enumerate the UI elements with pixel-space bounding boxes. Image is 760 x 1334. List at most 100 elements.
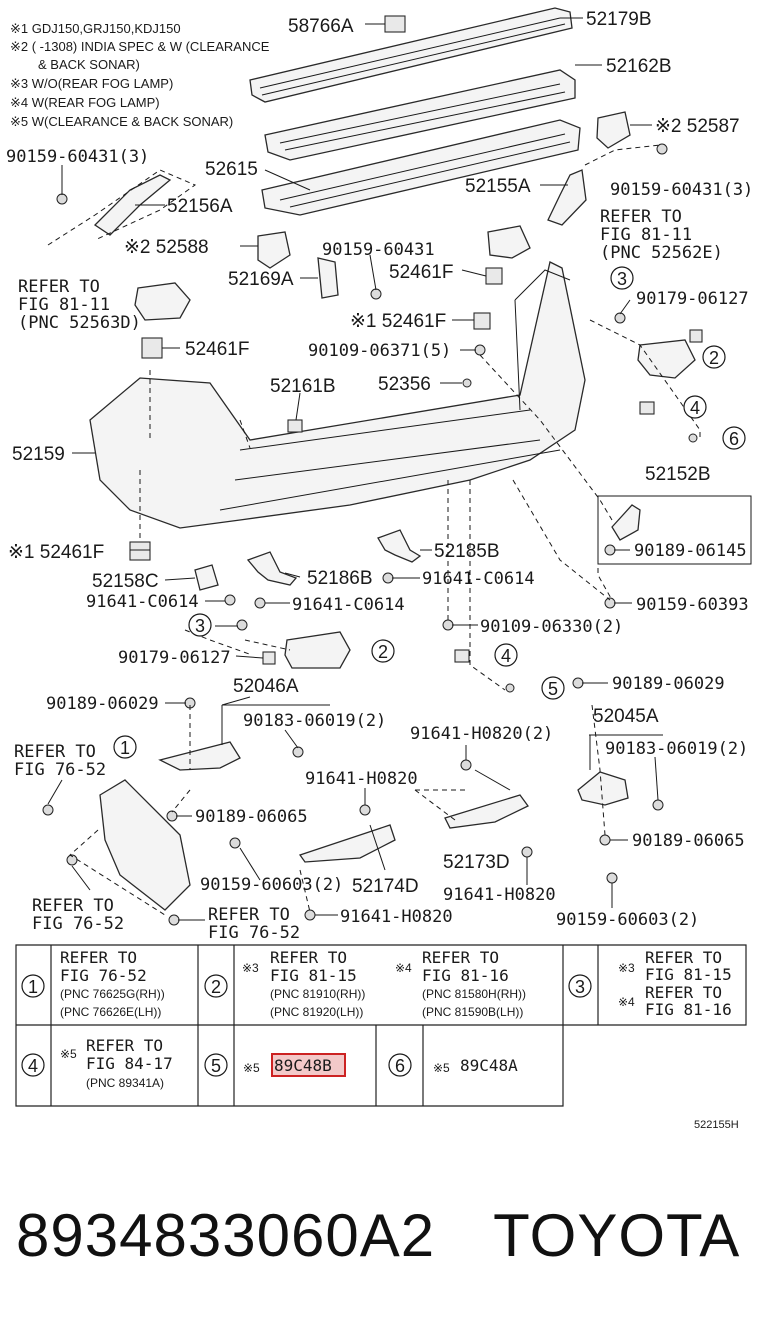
cell-3-num: 3 — [575, 977, 585, 997]
bracket-52045a — [577, 771, 629, 806]
reinforcement-ridges — [279, 83, 566, 151]
label-52179b: 52179B — [586, 9, 652, 30]
part-labels: 58766A 52179B 52162B ※2 52587 90159-6043… — [6, 9, 753, 930]
cell-2-mark2: ※4 — [395, 961, 412, 975]
cell-2-num: 2 — [211, 977, 221, 997]
cell-1-line2: FIG 76-52 — [60, 966, 147, 985]
table-cell-4: 4 ※5 REFER TO FIG 84-17 (PNC 89341A) — [21, 1036, 173, 1090]
bolt-icon — [505, 683, 515, 693]
label-90189-06065-b: 90189-06065 — [632, 831, 745, 851]
legend-table: 1 REFER TO FIG 76-52 (PNC 76625G(RH)) (P… — [15, 944, 747, 1107]
illustration-code: 522155H — [694, 1119, 739, 1131]
cell-4-sub1: (PNC 89341A) — [86, 1076, 164, 1090]
stay-52155a — [547, 169, 587, 226]
bolt-icon — [688, 433, 698, 443]
bolt-icon — [652, 799, 664, 811]
label-91641-h0820-c: 91641-H0820 — [340, 907, 453, 927]
bolt-icon — [474, 344, 486, 356]
bolt-icon — [614, 312, 626, 324]
note-2-cont: & BACK SONAR) — [38, 57, 140, 72]
circle-4-left: 4 — [494, 643, 518, 667]
label-52461f-b: ※1 52461F — [350, 311, 446, 332]
label-90109-06371-5: 90109-06371(5) — [308, 341, 451, 361]
refer-81-11b-l3: (PNC 52563D) — [18, 313, 141, 333]
bolt-icon — [606, 872, 618, 884]
cell-4-mark: ※5 — [60, 1047, 77, 1061]
retainer-right — [487, 225, 531, 259]
bolt-icon — [572, 677, 584, 689]
refer-81-11a-l2: FIG 81-11 — [600, 225, 692, 245]
retainer-4-right — [639, 401, 655, 415]
svg-text:6: 6 — [729, 429, 739, 449]
bolt-icon — [460, 759, 472, 771]
bracket-52169a — [317, 257, 339, 299]
bumper-cover-lines — [219, 409, 561, 511]
clip-left-lower — [262, 651, 276, 665]
pad-52461f-b — [473, 312, 491, 330]
circle-5: 5 — [541, 676, 565, 700]
bumper-cover-52159 — [89, 261, 586, 529]
label-90109-06330-2: 90109-06330(2) — [480, 617, 623, 637]
bolt-icon — [166, 810, 178, 822]
bolt-icon — [42, 804, 54, 816]
cell-3-line2: FIG 81-15 — [645, 965, 732, 984]
undercover-52173d — [444, 794, 529, 829]
bolt-icon — [604, 544, 616, 556]
bolt-icon — [370, 288, 382, 300]
refer-76-52a-l1: REFER TO — [14, 742, 96, 762]
label-90189-06029-b: 90189-06029 — [612, 674, 725, 694]
label-52158c: 52158C — [92, 571, 159, 592]
note-1: ※1 GDJ150,GRJ150,KDJ150 — [10, 21, 181, 36]
part-number: 8934833060A2 — [16, 1201, 436, 1269]
label-52461f-a: 52461F — [389, 262, 453, 283]
cell-3-line4: FIG 81-16 — [645, 1000, 732, 1019]
svg-text:4: 4 — [501, 646, 511, 666]
bolt-icon — [254, 597, 266, 609]
cell-2-mark: ※3 — [242, 961, 259, 975]
bolt-icon — [236, 619, 248, 631]
label-91641-h0820-b: 91641-H0820 — [443, 885, 556, 905]
svg-text:3: 3 — [195, 616, 205, 636]
pad-52461f-a — [485, 267, 503, 285]
cell-5-code-highlighted[interactable]: 89C48B — [274, 1056, 332, 1075]
label-52461f-d: ※1 52461F — [8, 542, 104, 563]
note-2: ※2 ( -1308) INDIA SPEC & W (CLEARANCE — [10, 39, 270, 54]
cell-2-line4: FIG 81-16 — [422, 966, 509, 985]
note-3: ※3 W/O(REAR FOG LAMP) — [10, 76, 173, 91]
retainer-left — [134, 282, 191, 321]
label-52174d: 52174D — [352, 876, 419, 897]
bolt-icon — [224, 594, 236, 606]
label-90189-06029-a: 90189-06029 — [46, 694, 159, 714]
refer-76-52a-l2: FIG 76-52 — [14, 760, 106, 780]
bracket-52587 — [596, 111, 631, 149]
label-52159: 52159 — [12, 444, 65, 465]
cell-3-mark2: ※4 — [618, 995, 635, 1009]
label-90183-06019-a: 90183-06019(2) — [243, 711, 386, 731]
cell-2-line2: FIG 81-15 — [270, 966, 357, 985]
circle-1: 1 — [113, 735, 137, 759]
cell-1-sub2: (PNC 76626E(LH)) — [60, 1005, 161, 1019]
label-90159-60431-3a: 90159-60431(3) — [6, 147, 149, 167]
cell-2-sub4: (PNC 81590B(LH)) — [422, 1005, 523, 1019]
retainer-4-left — [454, 649, 470, 663]
reflector-right — [637, 339, 696, 379]
label-90159-60603-a: 90159-60603(2) — [200, 875, 343, 895]
svg-text:2: 2 — [378, 642, 388, 662]
label-52173d: 52173D — [443, 852, 510, 873]
pad-52461f-d — [129, 541, 151, 561]
bracket-52152b — [611, 504, 641, 541]
label-52155a: 52155A — [465, 176, 531, 197]
bolt-icon — [382, 572, 394, 584]
circle-3-right: 3 — [610, 266, 634, 290]
circle-2-left: 2 — [371, 639, 395, 663]
bolt-icon — [462, 378, 472, 388]
cell-3-line3: REFER TO — [645, 983, 722, 1002]
cell-2-sub1: (PNC 81910(RH)) — [270, 987, 365, 1001]
label-52615: 52615 — [205, 159, 258, 180]
part-drawings — [89, 7, 703, 911]
bolt-icon — [442, 619, 454, 631]
callout-boxes — [222, 495, 752, 736]
svg-text:5: 5 — [548, 679, 558, 699]
cell-1-sub1: (PNC 76625G(RH)) — [60, 987, 165, 1001]
bolt-icon — [521, 846, 533, 858]
